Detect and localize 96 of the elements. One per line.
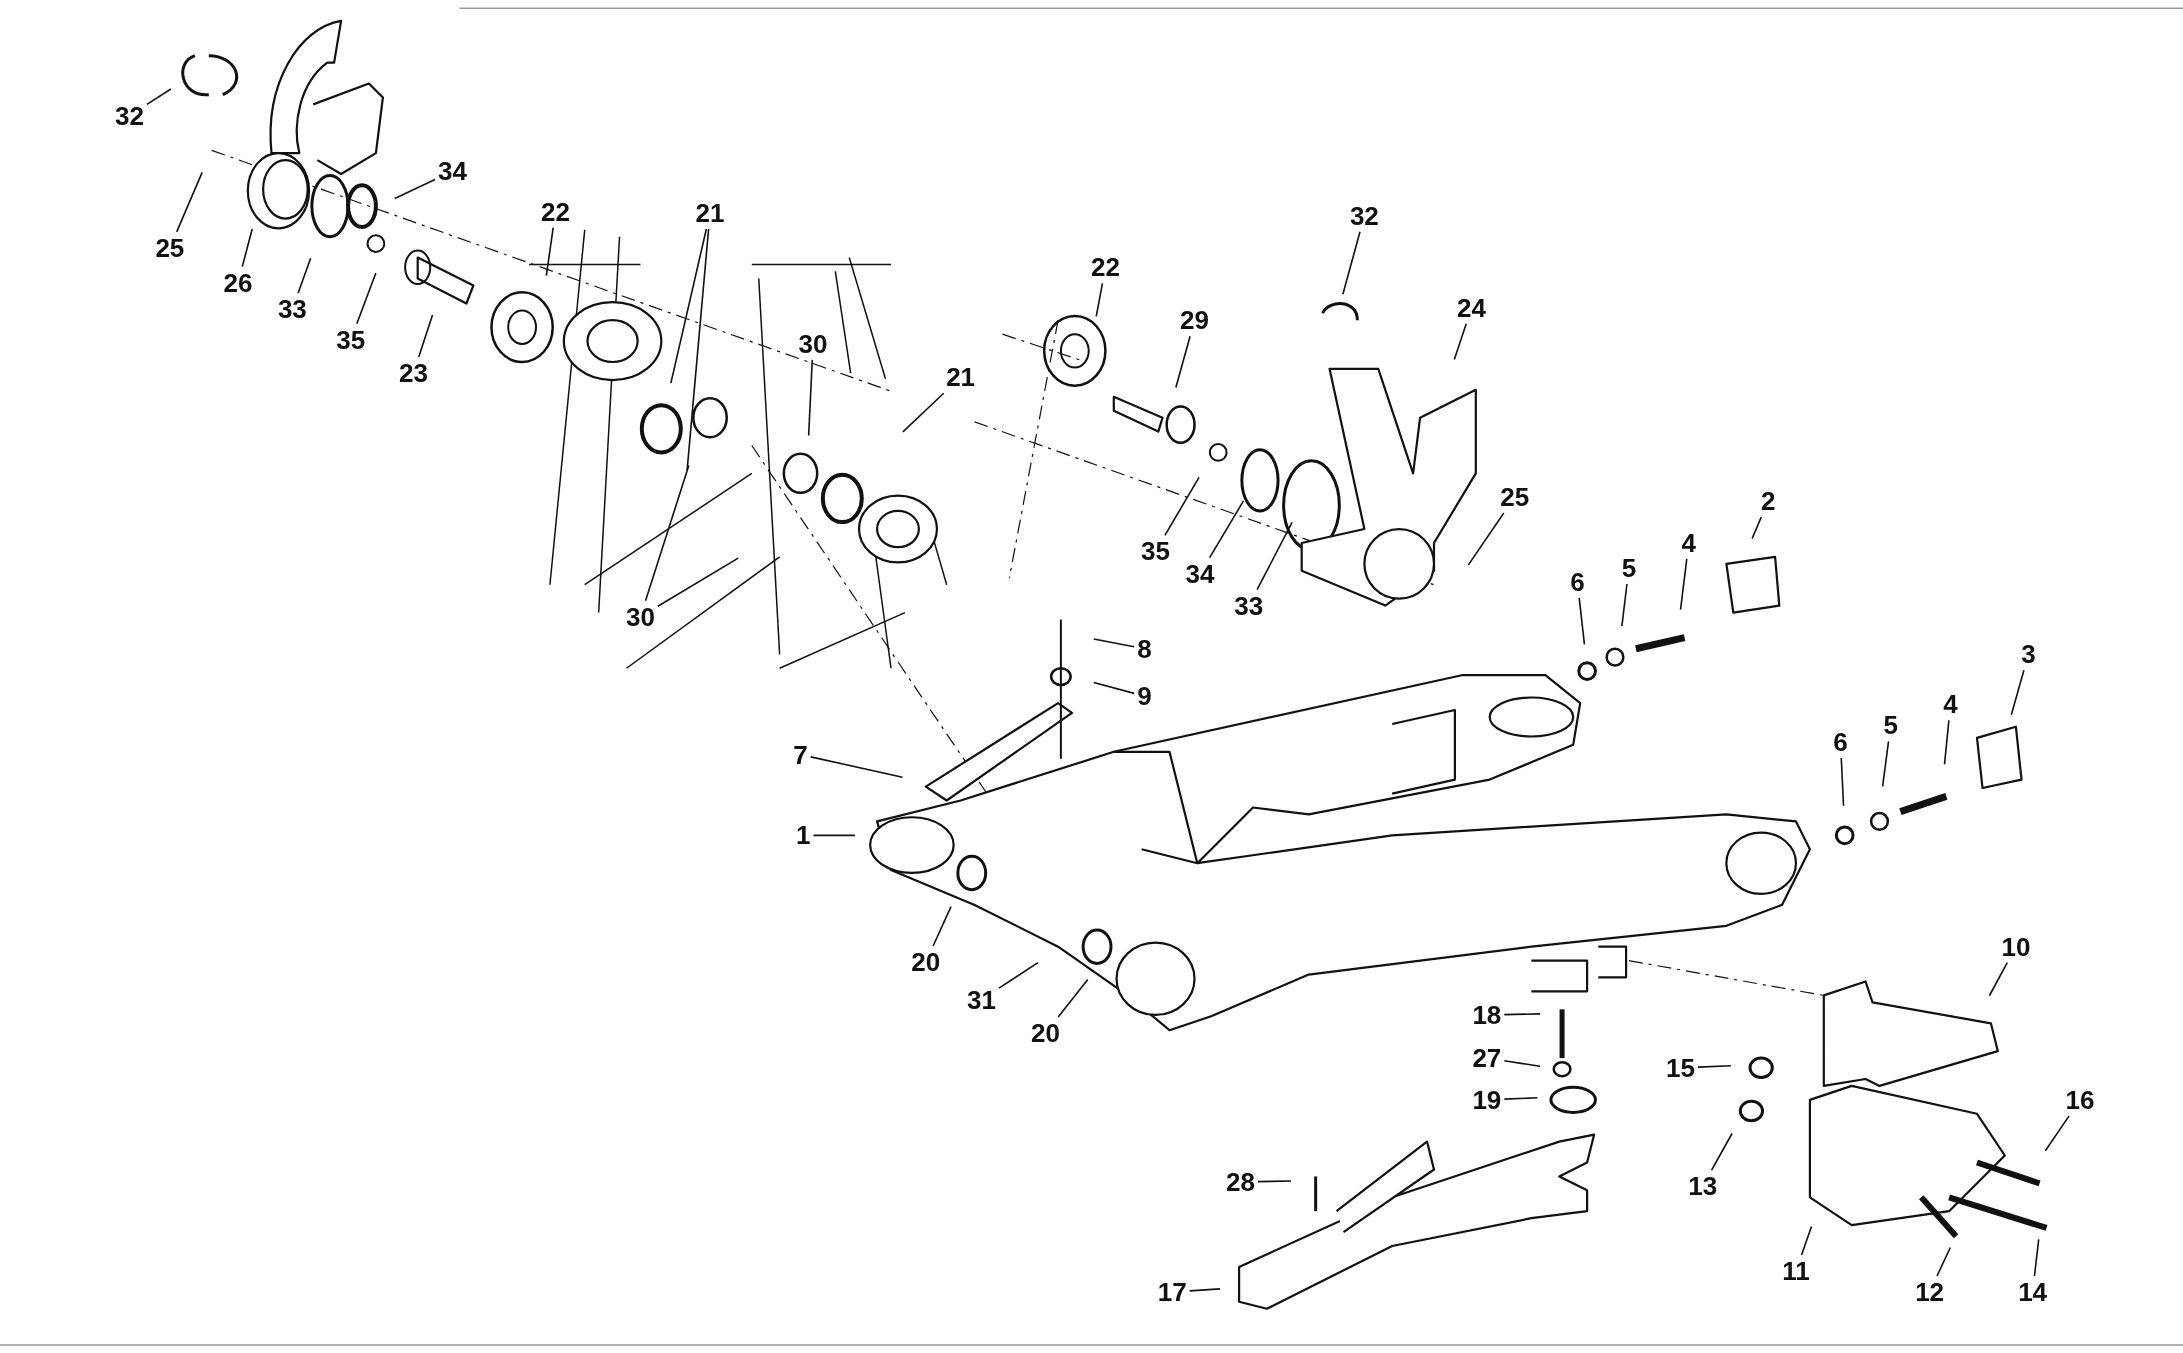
callout-number: 32: [115, 100, 144, 131]
leader-line: [1175, 335, 1191, 389]
leader-line: [1621, 583, 1628, 627]
callout-number: 5: [1883, 710, 1898, 741]
leader-line: [1936, 1246, 1952, 1277]
leader-line: [657, 557, 739, 608]
callout-number: 24: [1457, 292, 1486, 323]
leader-line: [241, 228, 253, 268]
leader-line: [1503, 1097, 1539, 1100]
leader-line: [1164, 476, 1200, 537]
leader-line: [146, 88, 172, 106]
callout-number: 34: [1185, 558, 1215, 589]
callout-number: 16: [2065, 1084, 2095, 1115]
leader-line: [1342, 231, 1361, 296]
callout-number: 25: [1500, 482, 1530, 512]
callout-number: 11: [1782, 1256, 1810, 1287]
leader-line: [670, 228, 708, 384]
leader-line: [1095, 282, 1104, 318]
callout-number: 30: [798, 328, 828, 359]
callout-number: 32: [1349, 200, 1379, 231]
leader-line: [297, 257, 312, 294]
leader-line: [1467, 512, 1505, 566]
leader-line: [807, 359, 814, 437]
callout-number: 31: [967, 984, 996, 1015]
callout-number: 23: [399, 358, 428, 389]
callout-number: 4: [1943, 689, 1958, 720]
leader-line: [545, 226, 554, 277]
leader-line: [809, 756, 904, 778]
callout-number: 13: [1688, 1171, 1718, 1202]
leader-line: [1988, 961, 2009, 997]
callout-number: 10: [2001, 931, 2031, 962]
leader-line: [1453, 322, 1468, 361]
callout-number: 15: [1665, 1052, 1695, 1083]
callout-number: 26: [223, 267, 253, 298]
callout-number: 3: [2021, 639, 2036, 670]
leader-line: [1503, 1059, 1541, 1068]
leader-line: [1503, 1013, 1541, 1016]
leader-line: [393, 178, 436, 200]
callout-number: 21: [695, 198, 725, 228]
leader-line: [1092, 681, 1135, 695]
callout-number: 8: [1137, 633, 1152, 664]
callout-number: 22: [541, 196, 570, 227]
leader-line: [998, 961, 1039, 989]
leader-line: [1256, 521, 1293, 591]
leader-line: [1208, 500, 1245, 559]
leader-line: [1697, 1064, 1732, 1068]
leader-line: [2010, 669, 2025, 716]
leader-line: [2033, 1238, 2040, 1277]
leader-line: [686, 228, 710, 472]
leader-line: [175, 171, 203, 233]
leader-line: [1188, 1288, 1221, 1292]
callout-number: 25: [155, 232, 185, 263]
leader-line: [2044, 1115, 2070, 1152]
leader-line: [1710, 1132, 1733, 1171]
callout-number: 35: [336, 324, 366, 355]
callout-number: 2: [1760, 486, 1776, 517]
leader-line: [1679, 558, 1688, 611]
leader-line: [1578, 597, 1586, 646]
leader-line: [1092, 638, 1135, 648]
callout-number: 29: [1180, 305, 1209, 336]
leader-line: [1881, 740, 1890, 788]
leader-line: [1751, 516, 1763, 540]
leader-line: [356, 272, 377, 325]
callout-number: 33: [277, 294, 307, 325]
callout-number: 22: [1090, 252, 1120, 283]
leader-line: [812, 834, 856, 837]
callout-number: 6: [1570, 566, 1585, 597]
leader-line: [902, 392, 945, 433]
callout-number: 21: [946, 362, 976, 393]
leader-line: [1800, 1225, 1813, 1256]
leader-line: [1257, 1180, 1292, 1183]
callout-number: 20: [911, 947, 941, 977]
callout-number: 30: [625, 601, 655, 632]
leader-line: [644, 464, 690, 602]
callout-number: 33: [1234, 590, 1264, 621]
callout-number: 12: [1915, 1276, 1945, 1307]
callout-number: 6: [1833, 727, 1848, 758]
leader-line: [1057, 978, 1089, 1018]
callout-number: 17: [1157, 1276, 1187, 1307]
callout-number: 19: [1472, 1084, 1502, 1115]
callout-number: 9: [1137, 681, 1152, 712]
callout-number: 27: [1472, 1043, 1502, 1074]
callout-number: 28: [1226, 1167, 1255, 1197]
callout-number: 34: [438, 156, 467, 187]
callout-number: 1: [796, 820, 811, 851]
leader-line: [417, 314, 434, 358]
callout-number: 35: [1141, 536, 1170, 567]
callout-number: 4: [1681, 527, 1696, 558]
callout-number: 14: [2018, 1276, 2048, 1307]
callout-number: 7: [793, 739, 808, 770]
leader-line: [932, 905, 952, 947]
callout-number: 20: [1031, 1018, 1060, 1048]
callout-number: 18: [1472, 999, 1502, 1030]
leader-line: [1840, 757, 1845, 807]
leader-line: [1943, 719, 1950, 766]
callout-number: 5: [1621, 553, 1637, 583]
